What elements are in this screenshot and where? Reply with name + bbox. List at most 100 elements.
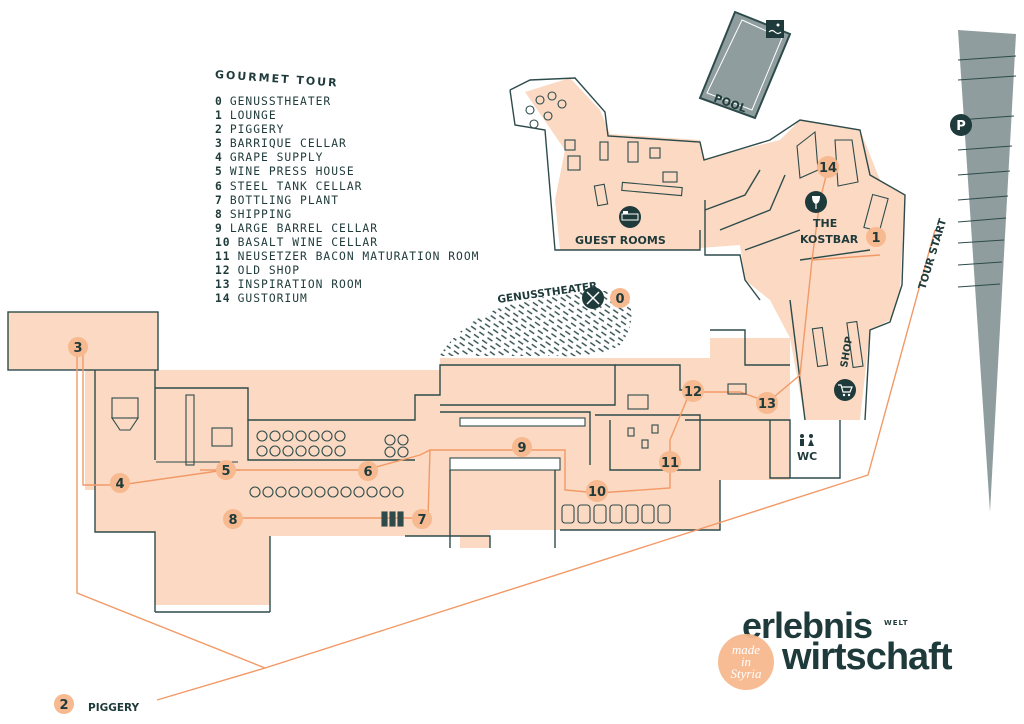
legend-item-number: 9 bbox=[215, 221, 223, 235]
stop-badge-5: 5 bbox=[216, 460, 236, 480]
made-in-styria-seal: made in Styria bbox=[718, 634, 774, 690]
wc-icon bbox=[800, 434, 814, 446]
stop-badge-12: 12 bbox=[682, 380, 704, 402]
legend-item-number: 12 bbox=[215, 264, 231, 278]
legend-item: 5 WINE PRESS HOUSE bbox=[215, 165, 479, 179]
svg-text:4: 4 bbox=[115, 477, 124, 492]
stop-badge-9: 9 bbox=[512, 437, 532, 457]
legend-item-number: 8 bbox=[215, 207, 223, 221]
legend-item: 14 GUSTORIUM bbox=[215, 292, 479, 306]
legend-item-number: 11 bbox=[215, 250, 231, 264]
barrel-row-top bbox=[256, 430, 409, 458]
vineyard-hatch bbox=[440, 291, 632, 357]
svg-text:5: 5 bbox=[221, 464, 230, 479]
svg-text:6: 6 bbox=[363, 465, 372, 480]
legend-item-label: WINE PRESS HOUSE bbox=[229, 165, 355, 179]
legend-item-number: 1 bbox=[215, 109, 223, 123]
equipment-details bbox=[110, 91, 889, 527]
legend-item: 12 OLD SHOP bbox=[215, 264, 479, 278]
stop-badge-14: 14 bbox=[817, 156, 839, 178]
guest-rooms-label: GUEST ROOMS bbox=[575, 234, 666, 247]
legend-item-label: STEEL TANK CELLAR bbox=[229, 179, 363, 193]
pool-icon bbox=[766, 20, 784, 38]
theater-icon bbox=[582, 287, 604, 309]
legend-item-number: 14 bbox=[215, 292, 231, 306]
legend-item-number: 2 bbox=[215, 123, 223, 137]
legend-item: 13 INSPIRATION ROOM bbox=[215, 278, 479, 292]
svg-text:12: 12 bbox=[684, 385, 702, 400]
legend-item: 11 NEUSETZER BACON MATURATION ROOM bbox=[215, 250, 479, 264]
svg-text:9: 9 bbox=[517, 441, 526, 456]
svg-text:7: 7 bbox=[417, 513, 426, 528]
svg-text:10: 10 bbox=[588, 485, 606, 500]
legend-item-number: 0 bbox=[215, 95, 223, 108]
stop-badge-0: 0 bbox=[610, 288, 630, 308]
stop-badge-1: 1 bbox=[866, 227, 886, 247]
stop-badge-11: 11 bbox=[659, 451, 681, 473]
legend-item: 4 GRAPE SUPPLY bbox=[215, 151, 479, 165]
stop-badge-8: 8 bbox=[223, 509, 243, 529]
legend-item-label: BOTTLING PLANT bbox=[229, 193, 340, 207]
svg-text:3: 3 bbox=[73, 341, 82, 356]
svg-text:8: 8 bbox=[228, 513, 237, 528]
building-outlines bbox=[7, 10, 906, 613]
svg-text:13: 13 bbox=[758, 397, 776, 412]
svg-text:11: 11 bbox=[661, 456, 679, 471]
wc-label: WC bbox=[797, 450, 817, 463]
legend-item-number: 7 bbox=[215, 193, 223, 207]
stop-badge-13: 13 bbox=[756, 392, 778, 414]
legend-item: 10 BASALT WINE CELLAR bbox=[215, 236, 479, 250]
brand-welt: WELT bbox=[884, 619, 909, 627]
tour-start-label: TOUR START bbox=[916, 217, 949, 291]
legend-item: 8 SHIPPING bbox=[215, 208, 479, 222]
parking-strip bbox=[957, 30, 1017, 512]
svg-text:0: 0 bbox=[615, 292, 624, 307]
legend-item-number: 4 bbox=[215, 151, 223, 165]
svg-text:14: 14 bbox=[819, 161, 837, 176]
kostbar-label: KOSTBAR bbox=[800, 233, 859, 246]
shopping-cart-icon bbox=[834, 379, 856, 401]
stop-badge-10: 10 bbox=[586, 480, 608, 502]
legend-item-number: 5 bbox=[215, 165, 223, 179]
brand-line-1: erlebnis bbox=[742, 605, 873, 646]
stop-badge-7: 7 bbox=[412, 509, 432, 529]
bed-icon bbox=[619, 206, 641, 228]
legend-item-label: GUSTORIUM bbox=[237, 292, 308, 306]
parking-icon: P bbox=[950, 114, 972, 136]
legend-item-number: 10 bbox=[215, 235, 231, 249]
wine-glass-icon bbox=[805, 191, 827, 213]
stop-badge-4: 4 bbox=[110, 473, 130, 493]
legend-item-label: BASALT WINE CELLAR bbox=[237, 235, 379, 249]
stop-badge-6: 6 bbox=[358, 461, 378, 481]
legend-item-label: GRAPE SUPPLY bbox=[229, 151, 324, 165]
brand-line-2: wirtschaft bbox=[782, 636, 952, 678]
legend-item-label: NEUSETZER BACON MATURATION ROOM bbox=[237, 250, 480, 264]
the-label: THE bbox=[813, 217, 837, 230]
seal-line-1: made bbox=[731, 642, 761, 657]
stop-badge-3: 3 bbox=[68, 337, 88, 357]
legend-item-label: SHIPPING bbox=[229, 207, 293, 221]
stop-badges: 0 1 2 3 4 5 6 7 8 9 10 11 12 13 14 bbox=[54, 156, 886, 714]
svg-text:2: 2 bbox=[59, 698, 68, 713]
seal-line-3: Styria bbox=[730, 666, 762, 681]
legend-item-label: INSPIRATION ROOM bbox=[237, 278, 363, 292]
legend-item-label: OLD SHOP bbox=[237, 264, 301, 278]
stop-badge-2: 2 bbox=[54, 694, 74, 714]
legend-item-label: BARRIQUE CELLAR bbox=[229, 137, 347, 151]
parking-label: P bbox=[956, 119, 966, 134]
brand-logo: erlebnis WELT wirtschaft made in Styria bbox=[718, 605, 982, 690]
legend-item: 1 LOUNGE bbox=[215, 109, 479, 123]
legend-item: 7 BOTTLING PLANT bbox=[215, 194, 479, 208]
piggery-label: PIGGERY bbox=[88, 702, 140, 714]
shop-label: SHOP bbox=[839, 336, 855, 369]
legend-item-number: 13 bbox=[215, 278, 231, 292]
legend-item-label: LOUNGE bbox=[229, 109, 277, 123]
